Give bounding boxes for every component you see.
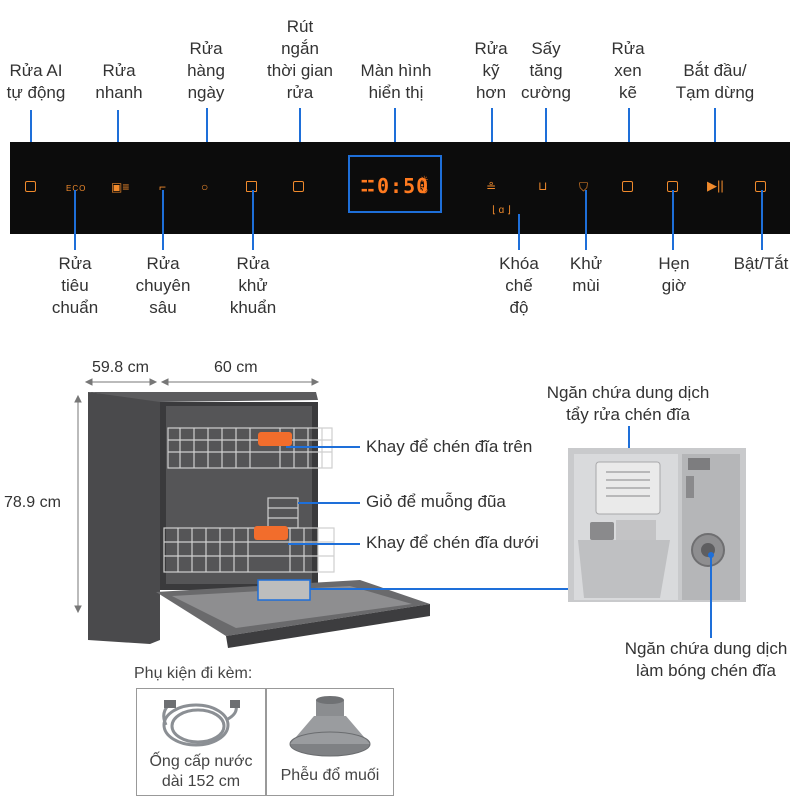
accessory-salt-funnel [266,688,394,796]
label-extra-dry: Sấy tăng cường [521,39,571,102]
label-quick-wash: Rửa nhanh [95,61,143,102]
quick-wash-button[interactable]: ▣≡ [111,180,130,194]
leader-timer [672,190,674,250]
label-deodorize: Khử mùi [569,254,603,295]
control-panel [10,142,790,234]
leader-lock-mode [518,214,520,250]
label-rinse-aid-compartment: Ngăn chứa dung dịch làm bóng chén đĩa [624,639,788,680]
label-detergent-compartment: Ngăn chứa dung dịch tẩy rửa chén đĩa [546,383,710,424]
label-shorten-time: Rút ngắn thời gian rửa [267,17,333,102]
leader-sterilize-wash [252,190,254,250]
label-lock-mode: Khóa chế độ [499,254,539,317]
lock-indicator: ⌊ ɑ ⌋ [492,205,511,216]
display-time: 0:50 [377,174,430,198]
accessory-water-hose-label: Ống cấp nước dài 152 cm [149,753,253,790]
accessories-title: Phụ kiện đi kèm: [134,665,253,682]
display-indicator-right: ✳↻ [420,175,429,197]
leader-standard-wash [74,190,76,250]
display-indicator-left: ▬▬▬▬ [361,177,375,194]
intensive-wash-button[interactable]: ≗ [486,180,497,194]
power-button[interactable] [755,181,766,192]
label-ai-wash: Rửa AI tự động [6,61,66,102]
leader-rinse-aid [710,556,712,638]
deep-wash-button[interactable]: ⌐ [159,180,167,194]
leader-upper-rack [286,446,360,448]
leader-lower-rack [288,543,360,545]
label-sterilize-wash: Rửa khử khuẩn [229,254,277,317]
label-standard-wash: Rửa tiêu chuẩn [51,254,99,317]
shorten-time-button[interactable] [293,181,304,192]
label-timer: Hẹn giờ [658,254,690,295]
dimension-height-label: 78.9 cm [4,494,61,511]
leader-deodorize [585,190,587,250]
label-alternate-wash: Rửa xen kẽ [611,39,645,102]
sterilize-wash-button[interactable] [246,181,257,192]
accessory-salt-funnel-label: Phễu đổ muối [280,767,380,784]
accessory-water-hose [136,688,266,796]
label-deep-wash: Rửa chuyên sâu [135,254,191,317]
leader-display [394,108,396,156]
display-screen [348,155,442,213]
daily-wash-button[interactable]: ○ [201,180,209,194]
label-cutlery-basket: Giỏ để muỗng đũa [366,492,506,511]
label-start-pause: Bắt đầu/ Tạm dừng [675,61,755,102]
alternate-wash-button[interactable] [622,181,633,192]
label-intensive-wash: Rửa kỹ hơn [474,39,508,102]
label-display: Màn hình hiển thị [360,61,432,102]
ai-wash-button[interactable] [25,181,36,192]
label-daily-wash: Rửa hàng ngày [187,39,225,102]
extra-dry-button[interactable]: ⊔ [538,179,548,193]
leader-dispenser [310,588,568,590]
leader-power [761,190,763,250]
start-pause-button[interactable]: ▶|| [707,178,724,193]
label-upper-rack: Khay để chén đĩa trên [366,437,533,456]
eco-button[interactable]: ECO [66,184,87,193]
label-power: Bật/Tắt [733,254,789,273]
dimension-depth-label: 59.8 cm [92,359,149,376]
leader-cutlery-basket [298,502,360,504]
leader-rinse-aid-dot [708,552,714,558]
label-lower-rack: Khay để chén đĩa dưới [366,533,539,552]
dimension-width-label: 60 cm [214,359,258,376]
deodorize-button[interactable]: ⛉ [579,180,589,194]
leader-deep-wash [162,190,164,250]
